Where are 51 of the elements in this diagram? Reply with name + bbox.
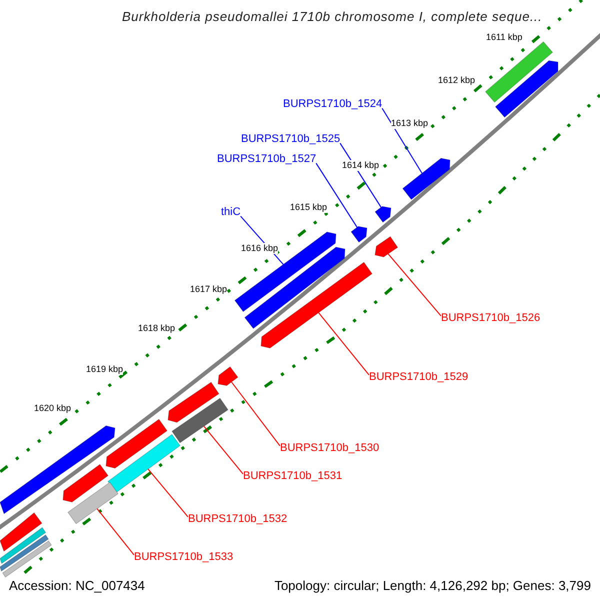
gene-bar (374, 206, 392, 223)
position-label: 1619 kbp (86, 364, 124, 375)
gene-bar (62, 464, 109, 502)
gene-label: BURPS1710b_1525 (241, 132, 340, 146)
gene-bar (0, 534, 49, 572)
position-label: 1618 kbp (138, 323, 176, 334)
gene-label: thiC (221, 205, 241, 219)
gene-bar (374, 236, 398, 258)
leader-line (318, 312, 370, 376)
position-label: 1620 kbp (34, 403, 72, 414)
leader-line (231, 382, 280, 446)
leader-line (316, 162, 358, 228)
gene-bar (168, 382, 220, 423)
genome-info: Topology: circular; Length: 4,126,292 bp; Genes: 3,799 (274, 578, 591, 594)
leader-line (148, 468, 188, 518)
gene-bar (218, 366, 238, 386)
position-label: 1612 kbp (438, 75, 476, 86)
leader-line (388, 253, 442, 316)
leader-line (204, 426, 244, 474)
gene-label: BURPS1710b_1533 (134, 550, 234, 564)
gene-bar (2, 540, 52, 578)
position-label: 1617 kbp (190, 284, 228, 295)
gene-label: BURPS1710b_1524 (283, 97, 382, 111)
position-label: 1611 kbp (486, 32, 522, 43)
position-label: 1614 kbp (342, 160, 380, 171)
gene-bar (494, 60, 558, 118)
gene-bar (172, 398, 228, 444)
gene-bar (260, 262, 373, 348)
gene-bar (0, 425, 116, 514)
accession-label: Accession: NC_007434 (9, 578, 145, 594)
gene-label: BURPS1710b_1532 (188, 512, 288, 526)
gene-label: BURPS1710b_1530 (280, 441, 380, 455)
position-label: 1616 kbp (241, 243, 278, 254)
gene-bar (484, 41, 554, 103)
position-label: 1613 kbp (391, 118, 428, 129)
gene-label: BURPS1710b_1527 (217, 152, 316, 166)
gene-bar (0, 527, 46, 564)
gene-label: BURPS1710b_1529 (369, 370, 468, 384)
leader-line (382, 108, 422, 174)
gene-bar (106, 418, 168, 469)
gene-bar (350, 226, 368, 243)
position-label: 1615 kbp (290, 202, 328, 213)
gene-bar (402, 158, 450, 200)
gene-bar (107, 434, 181, 494)
gene-bar (0, 512, 42, 552)
leader-line (96, 508, 134, 556)
gene-bar (67, 482, 119, 524)
gene-bar (234, 232, 336, 312)
gene-label: BURPS1710b_1531 (243, 469, 342, 483)
gene-label: BURPS1710b_1526 (441, 311, 540, 325)
map-title: Burkholderia pseudomallei 1710b chromosome I, complete seque... (122, 9, 542, 25)
